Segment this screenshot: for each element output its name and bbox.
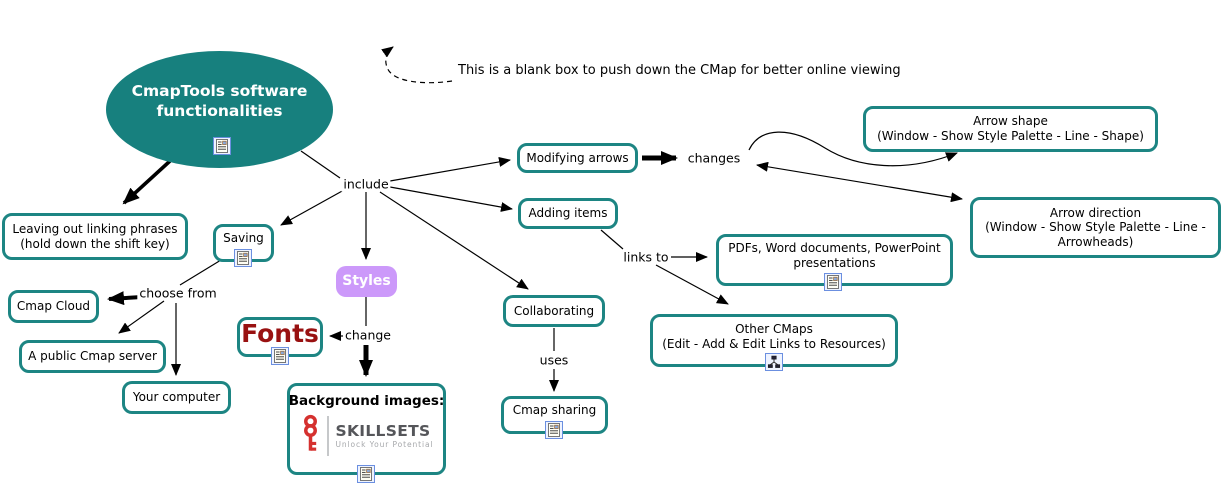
- concept-label: Saving: [223, 231, 264, 245]
- concept-label: Adding items: [528, 206, 608, 221]
- edge-root-include: [300, 150, 341, 179]
- concept-label: Arrow direction: [1049, 205, 1142, 220]
- concept-label: (Window - Show Style Palette - Line - Ar…: [985, 220, 1206, 249]
- concept-label: Cmap Cloud: [16, 299, 91, 314]
- logo-tagline: Unlock Your Potential: [335, 440, 434, 450]
- resource-icon[interactable]: [357, 465, 375, 483]
- concept-label: Fonts: [241, 318, 319, 348]
- concept-label: Modifying arrows: [526, 150, 629, 165]
- blank-box-note[interactable]: This is a blank box to push down the CMa…: [458, 63, 901, 78]
- concept-background-images[interactable]: Background images: SKILLSETS Unlock Your…: [287, 383, 446, 475]
- resource-icon[interactable]: [545, 421, 563, 439]
- linking-phrase-choose-from[interactable]: choose from: [137, 285, 219, 301]
- edge-include-modifying: [389, 156, 511, 182]
- concept-modifying-arrows[interactable]: Modifying arrows: [517, 143, 638, 173]
- resource-icon[interactable]: [234, 249, 252, 267]
- concept-label: Collaborating: [513, 303, 595, 318]
- edge-adding-links-to: [600, 229, 624, 250]
- concept-leaving-out-linking-phrases[interactable]: Leaving out linking phrases (hold down t…: [2, 213, 188, 260]
- concept-label: Styles: [342, 272, 391, 289]
- concept-adding-items[interactable]: Adding items: [518, 198, 618, 229]
- concept-cmap-cloud[interactable]: Cmap Cloud: [8, 290, 99, 323]
- concept-label: A public Cmap server: [28, 349, 157, 364]
- concept-label: Background images:: [288, 393, 445, 409]
- linking-phrase-change[interactable]: change: [342, 327, 394, 343]
- concept-label: Your computer: [132, 390, 221, 405]
- concept-map-icon[interactable]: [765, 353, 783, 371]
- concept-label: (hold down the shift key): [20, 236, 170, 251]
- concept-root-label-line2: functionalities: [156, 101, 283, 120]
- concept-label: Other CMaps: [735, 322, 813, 336]
- concept-label: (Edit - Add & Edit Links to Resources): [662, 336, 886, 351]
- concept-styles[interactable]: Styles: [336, 266, 397, 297]
- edge-include-adding: [389, 186, 513, 212]
- linking-phrase-links-to[interactable]: links to: [621, 249, 671, 265]
- skillsets-logo: SKILLSETS Unlock Your Potential: [300, 413, 434, 459]
- edge-links-to-other-cmaps: [655, 264, 729, 305]
- edge-include-collaborating: [379, 191, 529, 290]
- linking-phrase-include[interactable]: include: [341, 176, 391, 192]
- edge-root-leaving-out: [122, 159, 172, 205]
- edge-changes-arrow-direction: [756, 161, 963, 203]
- concept-label: Arrow shape: [973, 114, 1048, 129]
- concept-arrow-direction[interactable]: Arrow direction (Window - Show Style Pal…: [970, 197, 1221, 258]
- key-icon: [300, 413, 321, 459]
- edge-choose-from-cloud: [107, 291, 143, 306]
- concept-label: PDFs, Word documents, PowerPoint present…: [728, 241, 941, 270]
- concept-label: (Window - Show Style Palette - Line - Sh…: [877, 129, 1144, 143]
- concept-cmap-sharing[interactable]: Cmap sharing: [501, 396, 608, 434]
- edge-note-dashed: [381, 46, 453, 84]
- concept-arrow-shape[interactable]: Arrow shape (Window - Show Style Palette…: [863, 106, 1158, 152]
- concept-root-label-line1: CmapTools software: [131, 82, 308, 101]
- concept-label: Cmap sharing: [512, 403, 597, 417]
- concept-your-computer[interactable]: Your computer: [122, 381, 231, 414]
- edge-include-saving: [280, 189, 345, 226]
- concept-public-cmap-server[interactable]: A public Cmap server: [19, 340, 166, 373]
- linking-phrase-changes[interactable]: changes: [685, 150, 743, 166]
- logo-title: SKILLSETS: [335, 421, 431, 440]
- resource-icon[interactable]: [213, 137, 231, 155]
- edge-saving-choose-from: [179, 259, 222, 286]
- edge-choose-from-server: [118, 300, 165, 334]
- resource-icon[interactable]: [271, 347, 289, 365]
- concept-label: Leaving out linking phrases: [12, 221, 178, 236]
- logo-divider: [326, 416, 329, 457]
- concept-collaborating[interactable]: Collaborating: [503, 295, 605, 327]
- resource-icon[interactable]: [824, 273, 842, 291]
- linking-phrase-uses[interactable]: uses: [537, 352, 571, 368]
